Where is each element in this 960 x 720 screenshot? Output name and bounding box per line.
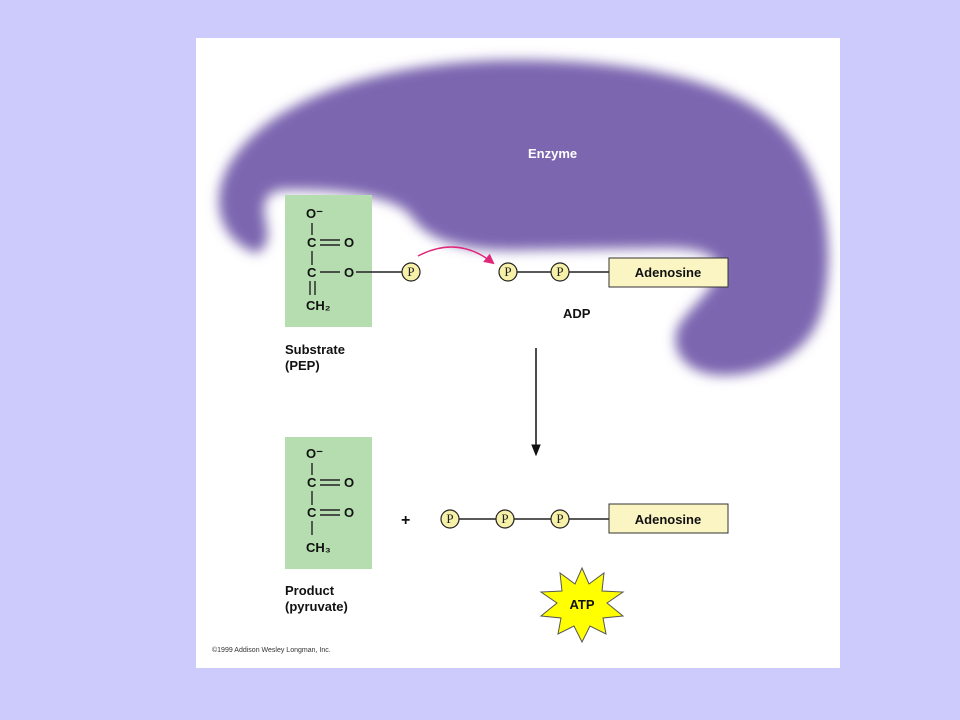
substrate-box <box>285 195 372 327</box>
atp-phosphate-symbol-1: P <box>446 511 453 526</box>
substrate-atom-o1: O <box>344 235 354 250</box>
adp-phosphate-symbol-1: P <box>504 264 511 279</box>
product-atom-c2: C <box>307 505 317 520</box>
atp-adenosine-label: Adenosine <box>635 512 701 527</box>
product-label-line2: (pyruvate) <box>285 599 348 614</box>
product-atom-o2: O <box>344 505 354 520</box>
substrate-label-line2: (PEP) <box>285 358 320 373</box>
phosphate-transfer-arrow <box>417 246 495 265</box>
reaction-diagram: Enzyme O⁻ C O C O CH₂ P P P Adenosine AD… <box>212 60 829 654</box>
product-label-line1: Product <box>285 583 335 598</box>
substrate-atom-o-minus: O⁻ <box>306 206 323 221</box>
atp-phosphate-symbol-2: P <box>501 511 508 526</box>
substrate-atom-o2: O <box>344 265 354 280</box>
atp-starburst <box>539 566 625 644</box>
product-atom-ch3: CH₃ <box>306 540 331 555</box>
product-atom-o-minus: O⁻ <box>306 446 323 461</box>
substrate-atom-c1: C <box>307 235 317 250</box>
substrate-phosphate-symbol: P <box>407 264 414 279</box>
atp-label: ATP <box>569 597 594 612</box>
product-atom-c1: C <box>307 475 317 490</box>
atp-adenosine-box <box>608 503 729 534</box>
adp-phosphate-symbol-2: P <box>556 264 563 279</box>
substrate-label-line1: Substrate <box>285 342 345 357</box>
substrate-phosphate-circle <box>401 262 421 282</box>
copyright-text: ©1999 Addison Wesley Longman, Inc. <box>212 646 331 654</box>
plus-sign: + <box>401 512 410 529</box>
enzyme-label: Enzyme <box>528 146 577 161</box>
substrate-atom-c2: C <box>307 265 317 280</box>
adp-label: ADP <box>563 306 591 321</box>
product-atom-o1: O <box>344 475 354 490</box>
atp-phosphate-symbol-3: P <box>556 511 563 526</box>
adp-adenosine-label: Adenosine <box>635 265 701 280</box>
diagram-panel: Enzyme O⁻ C O C O CH₂ P P P Adenosine AD… <box>196 38 840 668</box>
product-box <box>285 437 372 569</box>
adp-adenosine-box <box>608 257 729 288</box>
substrate-atom-ch2: CH₂ <box>306 298 331 313</box>
enzyme-shape <box>218 60 829 376</box>
